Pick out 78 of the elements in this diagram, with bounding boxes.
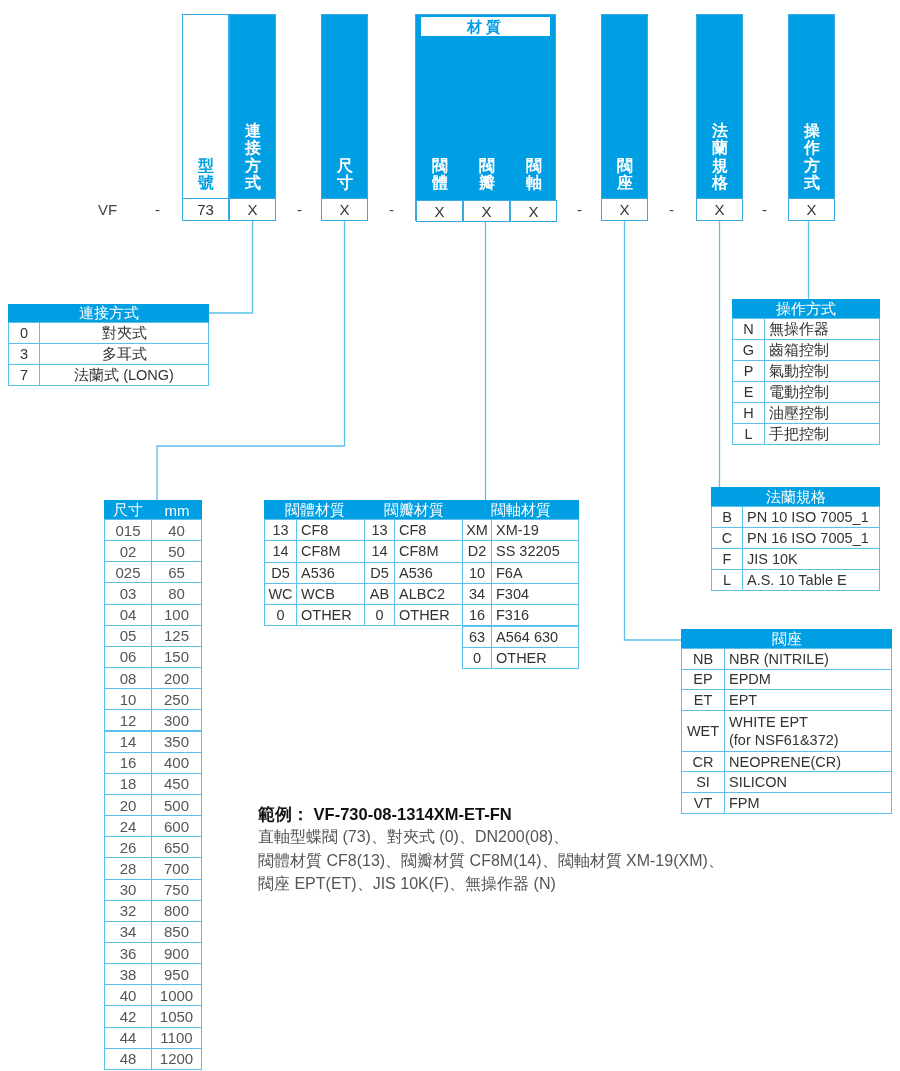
table-cell: 手把控制 [764, 423, 880, 445]
table-header: 操作方式 [732, 299, 880, 319]
code-cell: 1200 [151, 1047, 202, 1070]
connector-line [484, 220, 487, 501]
column-label: 閥軸 [525, 156, 542, 192]
connector-line [208, 220, 254, 314]
table-cell: PN 10 ISO 7005_1 [742, 506, 880, 528]
column-label: 型號 [197, 156, 214, 192]
separator-dash: - [577, 201, 582, 218]
code-cell: 0 [8, 322, 40, 344]
separator-dash: - [669, 201, 674, 218]
code-cell: X [510, 200, 557, 222]
table-cell: A564 630 [491, 625, 579, 648]
table-header: 法蘭規格 [711, 487, 880, 507]
table-header: mm [152, 500, 202, 520]
separator-dash: - [389, 201, 394, 218]
table-cell: NBR (NITRILE) [724, 648, 892, 670]
code-cell: 300 [151, 709, 202, 732]
code-cell: 63 [462, 625, 492, 648]
code-cell: 13 [264, 519, 297, 542]
code-table [104, 500, 202, 1070]
code-cell: 350 [151, 730, 202, 753]
connector-line [156, 220, 346, 501]
table-header: 閥瓣材質 [365, 500, 463, 520]
code-column [182, 14, 229, 221]
code-cell: X [416, 200, 463, 222]
code-cell: X [463, 200, 510, 222]
code-table [681, 629, 892, 814]
code-cell: 法蘭式 (LONG) [39, 364, 209, 386]
group-title: 材質 [421, 17, 550, 36]
code-group [415, 14, 556, 221]
table-cell: FPM [724, 792, 892, 814]
separator-dash: - [297, 201, 302, 218]
code-cell: L [732, 423, 765, 445]
column-label: 尺寸 [336, 156, 353, 192]
code-cell: 7 [8, 364, 40, 386]
example-heading: 範例： VF-730-08-1314XM-ET-FN [258, 804, 512, 825]
table-cell: XM-19 [491, 519, 579, 542]
example-text: 直軸型蝶閥 (73)、對夾式 (0)、DN200(08)、 [258, 827, 570, 847]
code-cell: B [711, 506, 743, 528]
table-header: 尺寸 [104, 500, 152, 520]
table-cell: F316 [491, 604, 579, 627]
code-cell: 14 [104, 730, 152, 753]
connector-line [623, 220, 682, 641]
code-cell: 0 [462, 646, 492, 670]
column-label: 操作方式 [803, 121, 820, 192]
connector-line [718, 220, 721, 488]
code-cell: 40 [151, 519, 202, 542]
code-cell: 0 [264, 604, 297, 627]
example-text: 閥體材質 CF8(13)、閥瓣材質 CF8M(14)、閥軸材質 XM-19(XM)、 [258, 851, 724, 871]
code-cell: N [732, 318, 765, 340]
code-cell: 對夾式 [39, 322, 209, 344]
code-cell: L [711, 569, 743, 591]
connector-line [807, 220, 810, 300]
separator-dash: - [155, 201, 160, 218]
column-label: 閥體 [431, 156, 448, 192]
table-header: 閥體材質 [264, 500, 365, 520]
table-header: 閥座 [681, 629, 892, 649]
table-header: 閥軸材質 [463, 500, 579, 520]
code-table [264, 500, 579, 670]
column-label: 法蘭規格 [711, 121, 728, 192]
code-cell: 12 [104, 709, 152, 732]
code-table [732, 299, 880, 445]
code-cell: 48 [104, 1047, 152, 1070]
code-cell: VT [681, 792, 725, 814]
column-label: 連接方式 [244, 121, 261, 192]
example-text: 閥座 EPT(ET)、JIS 10K(F)、無操作器 (N) [258, 874, 556, 894]
table-cell: 無操作器 [764, 318, 880, 340]
table-cell: OTHER [491, 646, 579, 670]
table-cell: A.S. 10 Table E [742, 569, 880, 591]
code-table [711, 487, 880, 591]
separator-dash: - [762, 201, 767, 218]
code-cell: 015 [104, 519, 152, 542]
column-label: 閥座 [616, 156, 633, 192]
code-cell: NB [681, 648, 725, 670]
model-prefix: VF [98, 201, 118, 218]
column-label: 閥瓣 [478, 156, 495, 192]
code-table [8, 304, 209, 386]
